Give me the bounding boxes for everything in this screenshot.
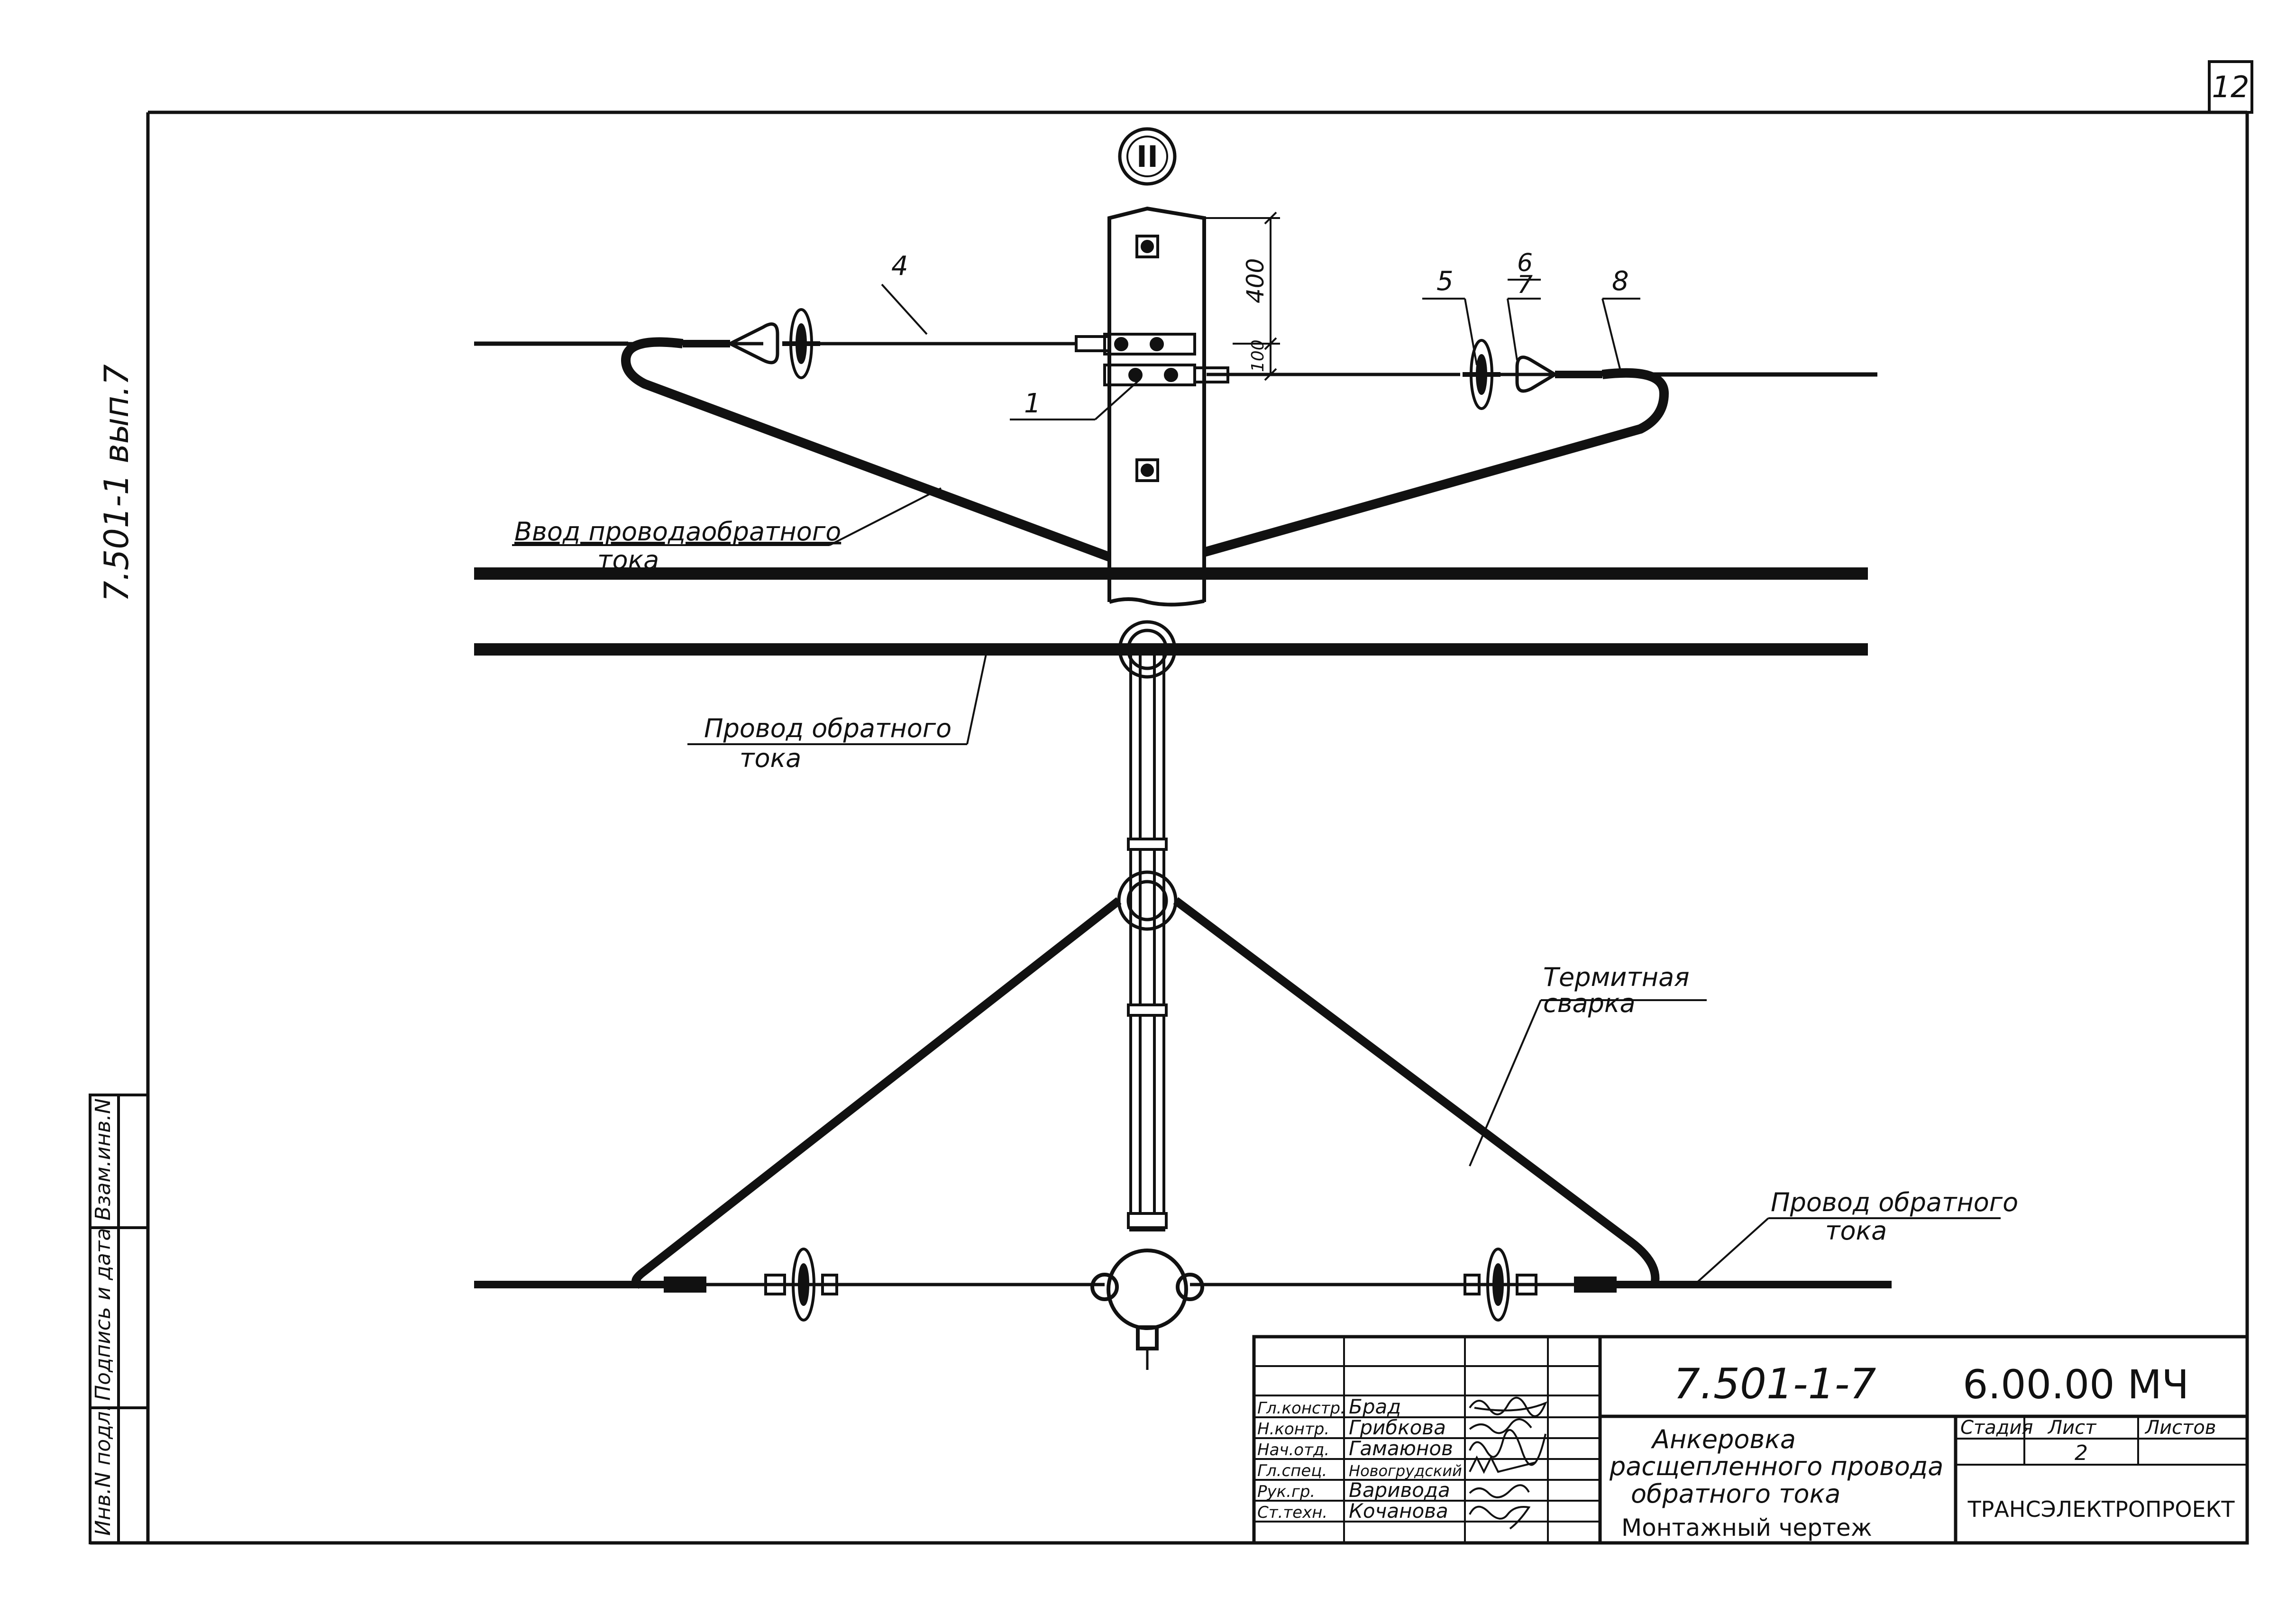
signer-role: Ст.техн. — [1257, 1503, 1327, 1522]
title-line-2: расщепленного провода — [1609, 1451, 1943, 1481]
title-block — [1252, 1335, 2249, 1545]
pole-clamps — [1075, 333, 1229, 386]
signer-role: Рук.гр. — [1257, 1482, 1315, 1501]
saddle-middle — [1117, 870, 1178, 931]
signer-name: Кочанова — [1349, 1499, 1448, 1523]
callout-4: 4 — [891, 251, 908, 282]
stamp-inv-number: Инв.N подл. — [91, 1404, 115, 1536]
title-line-1: Анкеровка — [1651, 1424, 1796, 1454]
signer-role: Гл.констр. — [1257, 1399, 1345, 1418]
callout-8: 8 — [1612, 266, 1629, 297]
feed-wire-right — [1203, 368, 1669, 557]
bottom-ring-clamp — [1090, 1249, 1204, 1370]
signer-name: Брад — [1349, 1395, 1401, 1418]
signer-role: Гл.спец. — [1257, 1461, 1327, 1480]
title-line-4: Монтажный чертеж — [1621, 1514, 1872, 1541]
label-thermite: Термитная — [1543, 962, 1690, 992]
saddle-upper — [1118, 620, 1177, 679]
callout-leaders — [512, 279, 2001, 1283]
signatures — [1469, 1396, 1547, 1530]
stamp-replacement-inv: Взам.инв.N — [91, 1098, 115, 1221]
sheet-value: 2 — [2075, 1441, 2088, 1465]
side-doc-code: 7.501-1 вып.7 — [97, 364, 136, 602]
label-return-wire-right: Провод обратного — [1771, 1187, 2018, 1217]
signer-name: Грибкова — [1349, 1416, 1446, 1439]
signer-name: Гамаюнов — [1349, 1437, 1453, 1460]
sheets-header: Листов — [2144, 1417, 2216, 1439]
diagonal-wire-right — [1173, 897, 1660, 1286]
dimension-100: 100 — [1248, 339, 1268, 372]
insulator-upper-left — [782, 308, 820, 379]
label-thermite-welding: сварка — [1543, 988, 1636, 1018]
section-mark-label: II — [1136, 139, 1158, 174]
doc-number: 7.501-1-7 — [1674, 1359, 1876, 1408]
page-number: 12 — [2212, 70, 2250, 104]
label-return-wire-left: Провод обратного — [704, 713, 951, 743]
organization: ТРАНСЭЛЕКТРОПРОЕКТ — [1967, 1496, 2235, 1522]
label-return-wire-left-current: тока — [740, 743, 801, 773]
label-feed-wire-current: тока — [597, 545, 659, 575]
signer-name: Варивода — [1349, 1478, 1450, 1502]
stamp-signature-date: Подпись и дата — [91, 1228, 115, 1401]
pole-upper — [1107, 206, 1206, 607]
stage-header: Стадия — [1960, 1417, 2033, 1439]
section-mark — [1118, 127, 1177, 186]
callout-6: 6 — [1517, 249, 1533, 277]
signer-name: Новогрудский — [1349, 1462, 1462, 1480]
spreader-bar — [1127, 648, 1168, 1231]
feed-wire-left — [621, 337, 1111, 562]
title-line-3: обратного тока — [1631, 1479, 1840, 1509]
insulator-bottom-right — [1464, 1248, 1537, 1322]
callout-7: 7 — [1517, 271, 1533, 299]
dimension-400: 400 — [1242, 258, 1269, 303]
callout-5: 5 — [1436, 266, 1454, 297]
sheet-header: Лист — [2047, 1417, 2097, 1439]
sheet-code: 6.00.00 МЧ — [1963, 1361, 2189, 1408]
insulator-bottom-left — [764, 1248, 838, 1322]
label-return-wire-right-current: тока — [1825, 1216, 1887, 1246]
signer-role: Нач.отд. — [1257, 1441, 1329, 1459]
left-stamp — [89, 1094, 149, 1544]
callout-1: 1 — [1024, 388, 1041, 419]
label-feed-wire: Ввод проводаобратного — [514, 517, 841, 547]
diagonal-wire-left — [631, 897, 1122, 1289]
signer-role: Н.контр. — [1257, 1420, 1329, 1439]
insulator-upper-right — [1463, 339, 1500, 410]
